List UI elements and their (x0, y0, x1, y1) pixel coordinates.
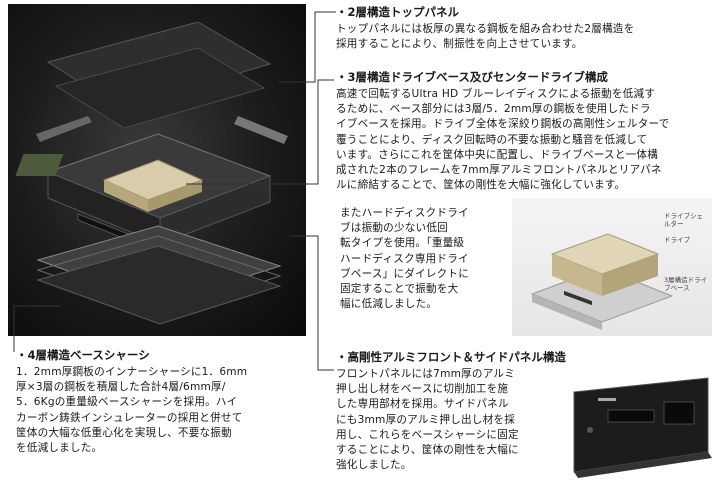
body-line: 高速で回転するUltra HD ブルーレイディスクによる振動を低減す (336, 88, 656, 100)
base-chassis-3 (36, 245, 282, 325)
label-drive-base: 3層構造ドライブベース (664, 276, 708, 292)
body-line: ブは振動の少ない低回 (340, 222, 448, 235)
exploded-view-illustration (15, 21, 288, 325)
body-line: 用し、これらをベースシャーシに固定 (336, 428, 519, 441)
drive-shelter-front (104, 180, 148, 212)
body-line: イブベースを採用。ドライブ全体を深絞り鋼板の高剛性シェルターで (336, 118, 670, 131)
front-panel-photo (568, 372, 714, 482)
section-front-side-panel: ・高剛性アルミフロント＆サイドパネル構造 フロントパネルには7mm厚のアルミ 押… (336, 350, 566, 473)
body-line: ブベース」にダイレクトに (340, 267, 469, 280)
body-line: を低減しました。 (16, 442, 103, 455)
label-drive: ドライブ (664, 236, 690, 244)
body-line: ハードディスク専用ドライ (340, 252, 469, 265)
drive-slot (564, 290, 592, 306)
body-line: した専用部材を採用。サイドパネル (336, 398, 509, 411)
body-line: 押し出し材をベースに切削加工を施 (336, 383, 509, 396)
body-line: 強化しました。 (336, 459, 412, 472)
section-body: 高速で回転するUltra HD ブルーレイディスクによる振動を低減す るために、… (336, 87, 711, 193)
body-line: るために、ベース部分には3層/5．2mm厚の鋼板を使用したドラ (336, 103, 651, 116)
section-top-panel: ・2層構造トップパネル トップパネルには板厚の異なる鋼板を組み合わせた2層構造を… (336, 5, 706, 52)
panel-cutout-drive (663, 401, 695, 425)
circuit-board (15, 154, 64, 176)
section-hdd-text: またハードディスクドライ ブは振動の少ない低回 転タイプを使用。「重量級 ハード… (340, 206, 508, 312)
shelter-front (552, 254, 602, 296)
body-line: 5．6Kgの重量級ベースシャーシを採用。ハイ (16, 396, 238, 409)
body-line: 覆うことにより、ディスク回転時の不要な振動と騒音を低減して (336, 133, 648, 146)
body-line: 固定することで振動を大 (340, 283, 459, 296)
side-rail-left (36, 116, 92, 142)
section-title: ・3層構造ドライブベース及びセンタードライブ構成 (336, 70, 608, 84)
body-line: 転タイプを使用。「重量級 (340, 237, 465, 250)
body-line: にも3mm厚のアルミ押し出し材を採 (336, 413, 515, 426)
body-line: ルに締結することで、筐体の剛性を大幅に強化しています。 (336, 179, 626, 192)
section-title: ・4層構造ベースシャーシ (16, 348, 150, 362)
section-drive-base: ・3層構造ドライブベース及びセンタードライブ構成 高速で回転するUltra HD… (336, 70, 711, 193)
label-drive-shelter: ドライブシェルター (664, 212, 703, 228)
body-line: 筐体の大幅な低重心化を実現し、不要な振動 (16, 426, 232, 439)
section-title: ・高剛性アルミフロント＆サイドパネル構造 (336, 350, 566, 364)
brand-mark (598, 398, 616, 401)
body-line: カーボン鋳鉄インシュレーターの採用と併せて (16, 411, 243, 424)
drive-shelter-side (148, 180, 202, 212)
front-panel-edge (574, 452, 712, 478)
body-line: 厚×3層の鋼板を積層した合計4層/6mm厚/ (16, 381, 226, 394)
body-line: 成された2本のフレームを7mm厚アルミフロントパネルとリアパネ (336, 164, 662, 177)
body-line: 幅に低減しました。 (340, 298, 438, 311)
power-button-hole (587, 427, 593, 433)
section-body: 1．2mm厚鋼板のインナーシャーシに1．6mm 厚×3層の鋼板を積層した合計4層… (16, 365, 316, 456)
body-line: 1．2mm厚鋼板のインナーシャーシに1．6mm (16, 366, 248, 378)
body-line: フロントパネルには7mm厚のアルミ (336, 368, 515, 380)
section-title: ・2層構造トップパネル (336, 5, 460, 19)
drive-base-illustration (530, 233, 674, 330)
section-body: フロントパネルには7mm厚のアルミ 押し出し材をベースに切削加工を施 した専用部… (336, 367, 566, 473)
side-rail-right (234, 116, 288, 144)
body-line: トップパネルには板厚の異なる鋼板を組み合わせた2層構造を (336, 23, 635, 35)
body-line: 採用することにより、制振性を向上させています。 (336, 38, 583, 51)
shelter-side (602, 254, 658, 296)
section-base-chassis: ・4層構造ベースシャーシ 1．2mm厚鋼板のインナーシャーシに1．6mm 厚×3… (16, 348, 316, 456)
base-plate-front (532, 294, 602, 330)
drive-base-photo: ドライブシェルター ドライブ 3層構造ドライブベース (512, 198, 712, 336)
exploded-view-image (8, 4, 306, 336)
body-line: またハードディスクドライ (340, 207, 469, 219)
front-panel-illustration (573, 377, 712, 478)
body-line: います。さらにこれを筐体中央に配置し、ドライブベースと一体構 (336, 148, 659, 161)
section-body: トップパネルには板厚の異なる鋼板を組み合わせた2層構造を 採用することにより、制… (336, 22, 706, 52)
body-line: することにより、筐体の剛性を大幅に (336, 444, 519, 457)
panel-cutout-display (607, 409, 655, 423)
